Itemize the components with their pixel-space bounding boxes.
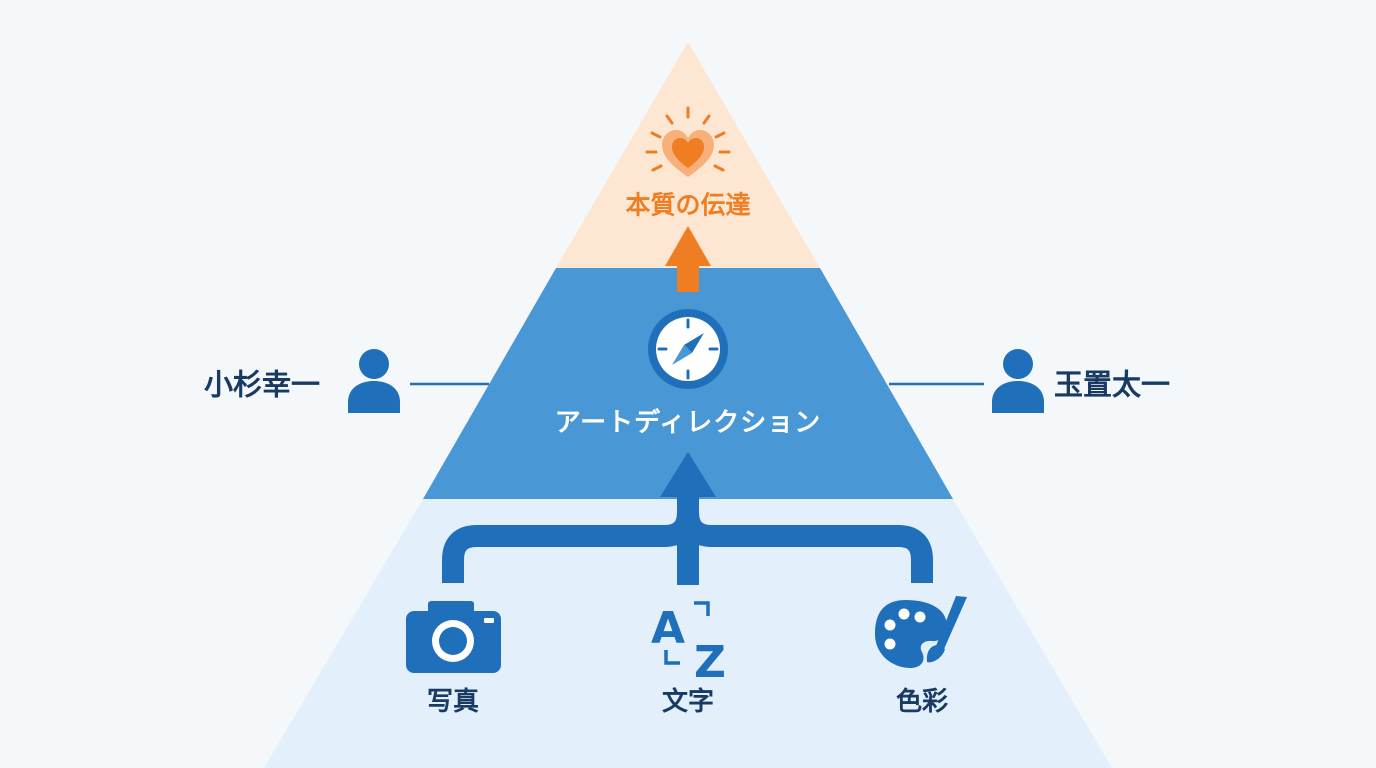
glyph-z: Z <box>694 637 726 688</box>
typography-az-icon: A Z <box>651 601 726 688</box>
glyph-a: A <box>651 603 685 654</box>
base-item-color-label: 色彩 <box>895 687 949 717</box>
heart-icon <box>645 106 731 177</box>
person-right-name: 玉置太一 <box>1053 367 1171 402</box>
pyramid-base-tier <box>264 499 1112 768</box>
person-left-icon <box>348 349 400 413</box>
middle-tier-label: アートディレクション <box>554 408 822 438</box>
camera-icon <box>406 601 501 673</box>
compass-icon <box>648 309 728 389</box>
arrow-up-to-middle-icon <box>660 452 716 497</box>
top-tier-label: 本質の伝達 <box>625 190 751 220</box>
branch-arrows <box>442 495 933 585</box>
person-left-name: 小杉幸一 <box>203 367 321 402</box>
base-item-photo-label: 写真 <box>426 687 480 717</box>
arrow-up-to-top-icon <box>665 226 711 292</box>
base-item-text-label: 文字 <box>661 687 715 717</box>
palette-brush-icon <box>875 596 967 668</box>
person-right-icon <box>992 349 1044 413</box>
